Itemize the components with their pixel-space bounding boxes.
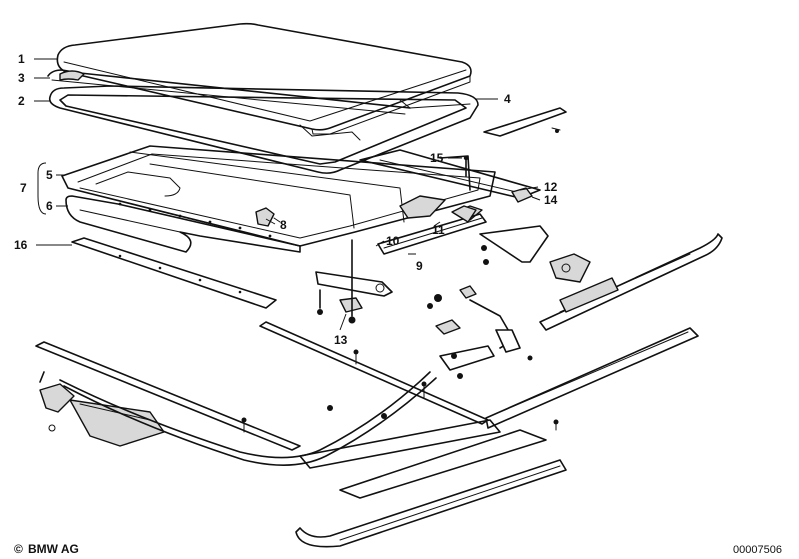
lift-linkage — [427, 225, 591, 379]
callout-10: 10 — [386, 234, 400, 248]
drive-rail-upper — [539, 233, 723, 331]
footer: © BMW AG 00007506 — [14, 542, 782, 556]
callout-3: 3 — [18, 71, 25, 85]
fasteners — [241, 349, 559, 433]
tray — [65, 195, 301, 253]
copyright-symbol: © — [14, 542, 23, 556]
seal-frame — [48, 85, 479, 174]
clip-part-8 — [255, 207, 281, 227]
brand-name: BMW AG — [28, 542, 79, 556]
cable-drive — [39, 371, 437, 466]
trim-strip-part-4 — [483, 107, 567, 137]
guide-rail-part-12 — [359, 149, 541, 199]
callout-15: 15 — [430, 151, 444, 165]
bracket-part-9 — [377, 205, 487, 255]
callout-13: 13 — [334, 333, 348, 347]
callout-2: 2 — [18, 94, 25, 108]
callout-11: 11 — [432, 223, 445, 237]
leader-lines — [34, 58, 541, 331]
callout-7: 7 — [20, 181, 27, 195]
callout-12: 12 — [544, 180, 558, 194]
callout-8: 8 — [280, 218, 287, 232]
hinge-part-13 — [315, 239, 393, 324]
callout-1: 1 — [18, 52, 25, 66]
callout-numbers: 1 3 2 4 5 7 6 8 9 10 11 12 13 14 15 16 — [14, 52, 558, 347]
strip-part-16 — [71, 237, 277, 309]
screw-part-15 — [463, 155, 469, 177]
callout-16: 16 — [14, 238, 28, 252]
roof-frame — [61, 145, 496, 247]
callout-6: 6 — [46, 199, 53, 213]
callout-9: 9 — [416, 259, 423, 273]
callout-5: 5 — [46, 168, 53, 182]
callout-4: 4 — [504, 92, 511, 106]
guide-rail-long — [35, 321, 699, 548]
callout-14: 14 — [544, 193, 558, 207]
diagram-number: 00007506 — [733, 544, 782, 556]
